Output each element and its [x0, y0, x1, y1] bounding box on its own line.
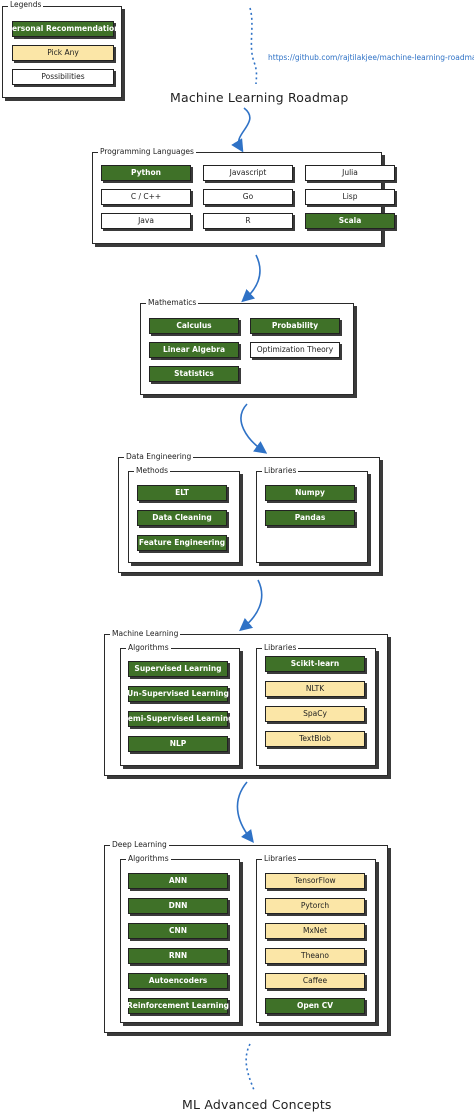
lang-java: Java: [101, 213, 191, 229]
arrow-to-data-engineering: [240, 403, 268, 454]
ml-library-textblob: TextBlob: [265, 731, 365, 747]
dl-library-pytorch: Pytorch: [265, 898, 365, 914]
math-calculus: Calculus: [149, 318, 239, 334]
legend-label: Legends: [8, 0, 44, 9]
ml-algorithms-label: Algorithms: [126, 643, 171, 652]
dl-library-opencv: Open CV: [265, 998, 365, 1014]
legend-item-possibilities: Possibilities: [12, 69, 114, 85]
legend-item-pick-any: Pick Any: [12, 45, 114, 61]
dl-algo-rnn: RNN: [128, 948, 228, 964]
ml-algo-supervised: Supervised Learning: [128, 661, 228, 677]
lang-c-cpp: C / C++: [101, 189, 191, 205]
legend-item-recommended: Personal Recommendation: [6, 21, 120, 37]
lang-python: Python: [101, 165, 191, 181]
ml-algo-unsupervised: Un-Supervised Learning: [127, 686, 229, 702]
de-method-data-cleaning: Data Cleaning: [137, 510, 227, 526]
machine-learning-label: Machine Learning: [110, 629, 181, 638]
dotted-connector-top: [249, 7, 258, 85]
deep-learning-label: Deep Learning: [110, 840, 169, 849]
math-statistics: Statistics: [149, 366, 239, 382]
de-library-numpy: Numpy: [265, 485, 355, 501]
math-linear-algebra: Linear Algebra: [149, 342, 239, 358]
de-library-pandas: Pandas: [265, 510, 355, 526]
dotted-connector-bottom: [245, 1043, 255, 1091]
arrow-to-programming: [231, 107, 251, 153]
de-method-elt: ELT: [137, 485, 227, 501]
lang-go: Go: [203, 189, 293, 205]
dl-algo-cnn: CNN: [128, 923, 228, 939]
lang-r: R: [203, 213, 293, 229]
programming-languages-label: Programming Languages: [98, 147, 196, 156]
dl-algo-ann: ANN: [128, 873, 228, 889]
repo-link[interactable]: https://github.com/rajtilakjee/machine-l…: [268, 53, 474, 62]
ml-algo-semi-supervised: Semi-Supervised Learning: [122, 711, 234, 727]
dl-algo-autoencoders: Autoencoders: [128, 973, 228, 989]
roadmap-title: Machine Learning Roadmap: [170, 90, 349, 105]
de-libraries-label: Libraries: [262, 466, 299, 475]
ml-library-nltk: NLTK: [265, 681, 365, 697]
lang-julia: Julia: [305, 165, 395, 181]
dl-libraries-label: Libraries: [262, 854, 299, 863]
footer-title: ML Advanced Concepts: [182, 1097, 332, 1112]
lang-lisp: Lisp: [305, 189, 395, 205]
data-engineering-label: Data Engineering: [124, 452, 194, 461]
math-probability: Probability: [250, 318, 340, 334]
lang-javascript: Javascript: [203, 165, 293, 181]
dl-library-tensorflow: TensorFlow: [265, 873, 365, 889]
de-method-feature-engineering: Feature Engineering: [137, 535, 227, 551]
dl-library-mxnet: MxNet: [265, 923, 365, 939]
ml-algo-nlp: NLP: [128, 736, 228, 752]
lang-scala: Scala: [305, 213, 395, 229]
arrow-to-deep-learning: [236, 781, 254, 844]
ml-library-scikit-learn: Scikit-learn: [265, 656, 365, 672]
arrow-to-machine-learning: [239, 579, 263, 632]
ml-libraries-label: Libraries: [262, 643, 299, 652]
dl-library-theano: Theano: [265, 948, 365, 964]
dl-algorithms-label: Algorithms: [126, 854, 171, 863]
de-methods-label: Methods: [134, 466, 171, 475]
ml-library-spacy: SpaCy: [265, 706, 365, 722]
dl-algo-dnn: DNN: [128, 898, 228, 914]
math-optimization-theory: Optimization Theory: [250, 342, 340, 358]
arrow-to-mathematics: [241, 254, 261, 303]
dl-library-caffee: Caffee: [265, 973, 365, 989]
dl-algo-reinforcement-learning: Reinforcement Learning: [127, 998, 229, 1014]
mathematics-label: Mathematics: [146, 298, 199, 307]
